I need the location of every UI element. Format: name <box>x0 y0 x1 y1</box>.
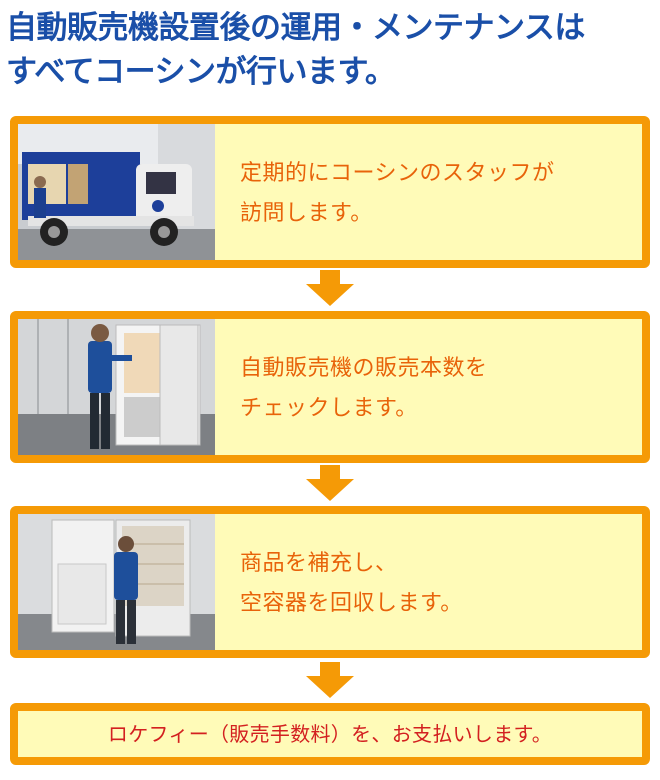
step-restock-line-1: 商品を補充し、 <box>240 551 398 576</box>
headline-line-2: すべてコーシンが行います。 <box>6 54 396 90</box>
step-visit: 定期的にコーシンのスタッフが 訪問します。 <box>10 116 650 268</box>
step-restock-line-2: 空容器を回収します。 <box>240 591 463 616</box>
staff-restocking-vending-machine-photo <box>18 514 215 650</box>
step-check-line-2: チェックします。 <box>240 396 418 421</box>
down-arrow-icon <box>306 270 354 306</box>
step-check-text: 自動販売機の販売本数を チェックします。 <box>240 349 630 429</box>
step-visit-line-1: 定期的にコーシンのスタッフが <box>240 161 555 186</box>
step-visit-line-2: 訪問します。 <box>240 201 373 226</box>
location-fee-label: ロケフィー（販売手数料）を、お支払いします。 <box>107 722 553 746</box>
headline-line-1: 自動販売機設置後の運用・メンテナンスは <box>6 10 585 46</box>
page-headline: 自動販売機設置後の運用・メンテナンスは すべてコーシンが行います。 <box>6 6 656 94</box>
step-restock: 商品を補充し、 空容器を回収します。 <box>10 506 650 658</box>
delivery-truck-photo <box>18 124 215 260</box>
step-check: 自動販売機の販売本数を チェックします。 <box>10 311 650 463</box>
step-check-line-1: 自動販売機の販売本数を <box>240 356 488 381</box>
step-visit-text: 定期的にコーシンのスタッフが 訪問します。 <box>240 154 630 234</box>
staff-checking-vending-machine-photo <box>18 319 215 455</box>
down-arrow-icon <box>306 662 354 698</box>
step-restock-text: 商品を補充し、 空容器を回収します。 <box>240 544 630 624</box>
location-fee-box: ロケフィー（販売手数料）を、お支払いします。 <box>10 703 650 765</box>
down-arrow-icon <box>306 465 354 501</box>
